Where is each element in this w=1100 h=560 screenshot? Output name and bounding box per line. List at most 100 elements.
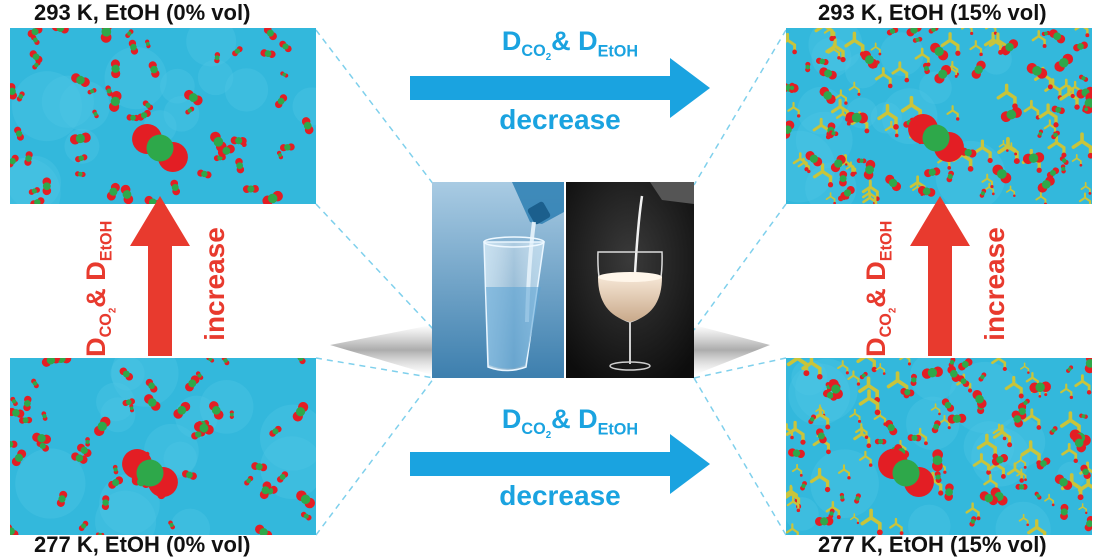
- decrease-arrow-bottom-symbol: DCO2& DEtOH: [501, 404, 639, 442]
- co2-molecule: [1029, 381, 1051, 394]
- co2-molecule: [210, 131, 227, 152]
- co2-molecule: [119, 367, 134, 381]
- ethanol-molecule: [1071, 154, 1083, 167]
- ethanol-molecule: [837, 464, 851, 480]
- co2-molecule: [275, 94, 288, 109]
- co2-molecule: [109, 91, 122, 112]
- co2-molecule: [1080, 464, 1091, 479]
- ethanol-molecule: [860, 508, 883, 535]
- caption-bottom-right: 277 K, EtOH (15% vol): [818, 532, 1047, 557]
- ethanol-molecule: [855, 423, 869, 439]
- co2-molecule: [137, 109, 151, 121]
- co2-molecule: [10, 154, 19, 168]
- co2-molecule: [255, 524, 273, 535]
- co2-molecule: [251, 462, 268, 472]
- ethanol-molecule: [809, 467, 831, 493]
- co2-molecule: [280, 71, 289, 78]
- co2-molecule: [10, 396, 18, 407]
- co2-molecule: [957, 375, 970, 388]
- ethanol-molecule: [930, 403, 941, 416]
- co2-molecule: [128, 39, 139, 55]
- ethanol-molecule: [1015, 455, 1027, 469]
- co2-molecule: [129, 404, 134, 413]
- co2-molecule: [56, 490, 68, 507]
- co2-molecule: [839, 492, 845, 502]
- co2-molecule: [1041, 30, 1051, 37]
- ethanol-molecule: [834, 89, 848, 105]
- co2-molecule: [101, 495, 110, 510]
- photo-shadow-right: [694, 325, 770, 375]
- co2-molecule: [145, 378, 158, 393]
- co2-molecule: [828, 130, 839, 137]
- co2-molecule: [941, 398, 955, 412]
- co2-molecule: [78, 520, 89, 532]
- co2-molecule: [856, 158, 867, 164]
- molecule-field: [10, 358, 316, 535]
- molecule-field: [786, 358, 1092, 535]
- ethanol-molecule: [1005, 185, 1016, 198]
- co2-molecule: [94, 416, 111, 437]
- ethanol-molecule: [786, 423, 794, 440]
- co2-molecule: [185, 106, 195, 115]
- co2-molecule: [125, 29, 134, 38]
- caption-top-right: 293 K, EtOH (15% vol): [818, 0, 1047, 25]
- ethanol-molecule: [877, 103, 899, 130]
- ethanol-molecule: [998, 139, 1009, 152]
- co2-molecule: [71, 73, 90, 87]
- co2-molecule: [69, 132, 91, 145]
- co2-molecule: [10, 407, 25, 418]
- co2-molecule-highlighted: [132, 123, 188, 173]
- ethanol-molecule: [1058, 78, 1075, 99]
- co2-molecule: [819, 86, 836, 105]
- co2-molecule: [1079, 413, 1088, 419]
- co2-molecule: [922, 62, 930, 75]
- co2-molecule: [845, 111, 868, 124]
- co2-molecule: [886, 28, 899, 36]
- co2-molecule-highlighted: [908, 113, 964, 163]
- co2-molecule: [910, 373, 917, 386]
- ethanol-molecule: [961, 28, 974, 36]
- ethanol-molecule: [1016, 468, 1027, 482]
- ethanol-molecule: [1080, 181, 1092, 195]
- co2-molecule: [209, 401, 224, 420]
- ethanol-molecule: [825, 37, 846, 63]
- co2-molecule: [928, 28, 939, 34]
- water-glass-photo: [432, 182, 564, 378]
- co2-molecule: [221, 358, 230, 366]
- co2-molecule: [859, 371, 868, 380]
- co2-molecule: [32, 60, 41, 70]
- ethanol-molecule: [786, 496, 801, 513]
- co2-molecule: [854, 493, 861, 504]
- ethanol-molecule: [1061, 442, 1078, 464]
- ethanol-molecule: [984, 182, 995, 196]
- ethanol-molecule: [985, 28, 998, 35]
- ethanol-molecule: [992, 423, 1007, 441]
- co2-molecule: [969, 516, 977, 527]
- co2-molecule: [41, 358, 60, 367]
- co2-molecule: [230, 136, 247, 145]
- ethanol-molecule: [1074, 374, 1092, 395]
- co2-molecule: [1054, 474, 1073, 490]
- ethanol-molecule: [1071, 132, 1092, 159]
- co2-molecule-highlighted: [878, 448, 934, 498]
- co2-molecule: [122, 398, 136, 407]
- ethanol-molecule: [858, 389, 881, 416]
- ethanol-molecule: [845, 161, 857, 175]
- ethanol-molecule: [1006, 462, 1024, 483]
- co2-molecule: [944, 483, 954, 501]
- co2-molecule: [819, 67, 837, 80]
- co2-molecule: [1015, 483, 1028, 490]
- co2-molecule: [946, 170, 954, 183]
- ethanol-molecule: [946, 105, 960, 121]
- co2-molecule: [100, 28, 112, 43]
- co2-molecule: [906, 28, 922, 37]
- co2-molecule: [1060, 503, 1069, 520]
- ethanol-molecule: [825, 192, 836, 204]
- co2-molecule: [300, 511, 312, 521]
- co2-molecule: [991, 453, 1009, 466]
- ethanol-molecule: [1020, 362, 1030, 374]
- ethanol-molecule: [825, 501, 841, 520]
- co2-molecule: [30, 197, 45, 204]
- co2-molecule: [41, 411, 48, 421]
